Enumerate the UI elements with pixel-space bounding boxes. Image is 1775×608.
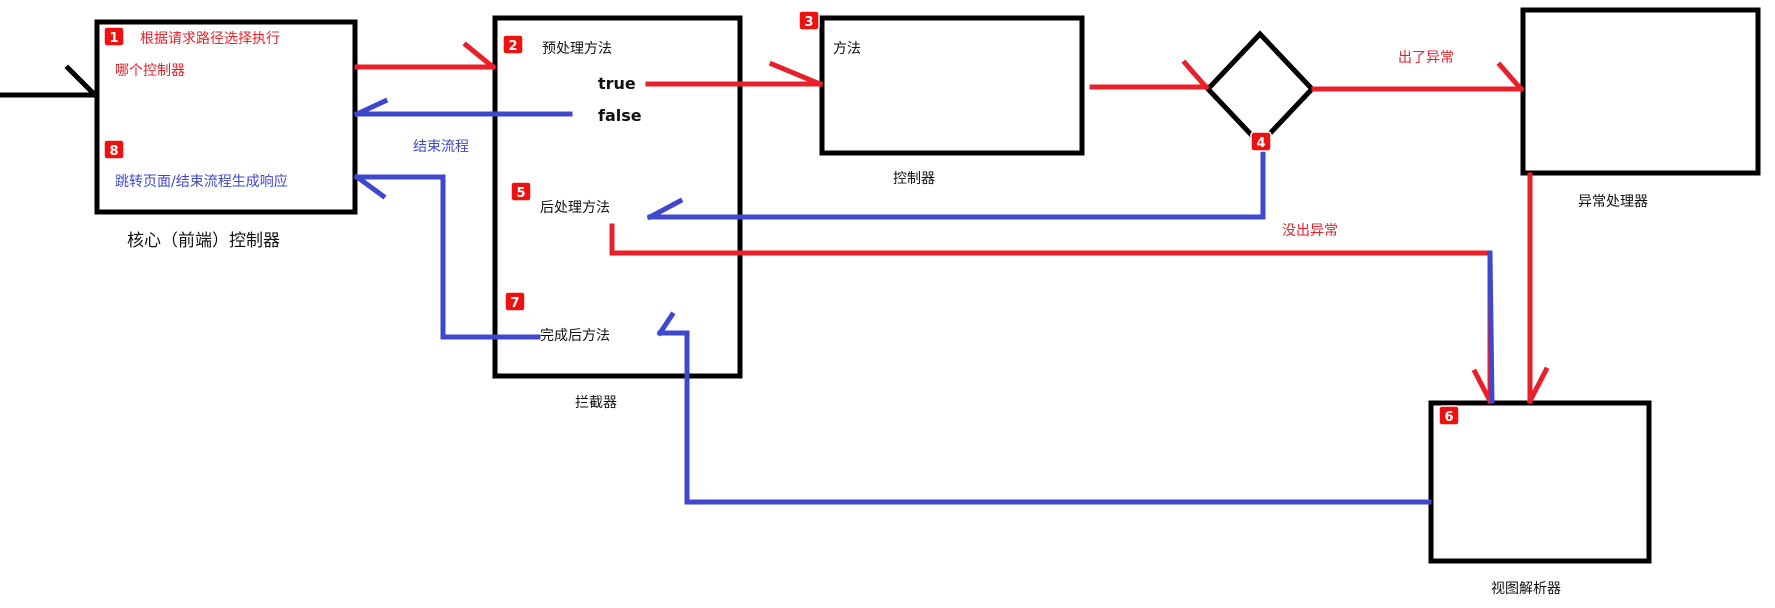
controller-label: 控制器 [893,171,935,187]
svg-text:4: 4 [1256,136,1265,151]
after-completion-label: 完成后方法 [540,328,610,344]
core-blue-text: 跳转页面/结束流程生成响应 [115,173,288,190]
view-resolver-box [1428,400,1652,564]
svg-text:7: 7 [510,296,519,311]
step-badge-8: 8 [103,139,125,160]
request-flow-lines [354,41,1550,405]
svg-text:8: 8 [109,144,118,159]
step-badge-3: 3 [798,10,820,31]
svg-text:5: 5 [516,186,525,201]
svg-text:6: 6 [1444,410,1453,425]
interceptor-box [492,15,743,379]
controller-box [819,15,1085,156]
step-badge-5: 5 [510,181,532,202]
core-controller-label: 核心（前端）控制器 [127,231,280,251]
false-label: false [598,106,642,125]
step-badge-4: 4 [1250,131,1272,152]
core-red-text-1: 根据请求路径选择执行 [140,31,280,47]
no-exception-label: 没出异常 [1282,223,1338,239]
exception-decision-diamond [1204,30,1316,148]
step-badge-7: 7 [504,291,526,312]
has-exception-label: 出了异常 [1398,50,1454,66]
exception-handler-label: 异常处理器 [1578,194,1648,210]
pre-method-label: 预处理方法 [542,41,612,57]
step-badge-2: 2 [502,34,524,55]
step-badge-6: 6 [1438,405,1460,426]
exception-handler-box [1520,7,1761,176]
post-method-label: 后处理方法 [540,200,610,216]
end-flow-label: 结束流程 [413,139,469,155]
svg-text:3: 3 [804,15,813,30]
view-resolver-label: 视图解析器 [1491,581,1561,597]
controller-method-label: 方法 [833,41,861,57]
svg-text:1: 1 [109,31,118,46]
core-red-text-2: 哪个控制器 [115,63,185,79]
incoming-request-arrow [0,64,99,99]
core-controller-box [94,19,358,215]
svg-text:2: 2 [508,39,517,54]
step-badge-1: 1 [103,26,125,47]
interceptor-label: 拦截器 [575,395,617,411]
true-label: true [598,74,636,93]
response-flow-lines [353,97,1495,505]
